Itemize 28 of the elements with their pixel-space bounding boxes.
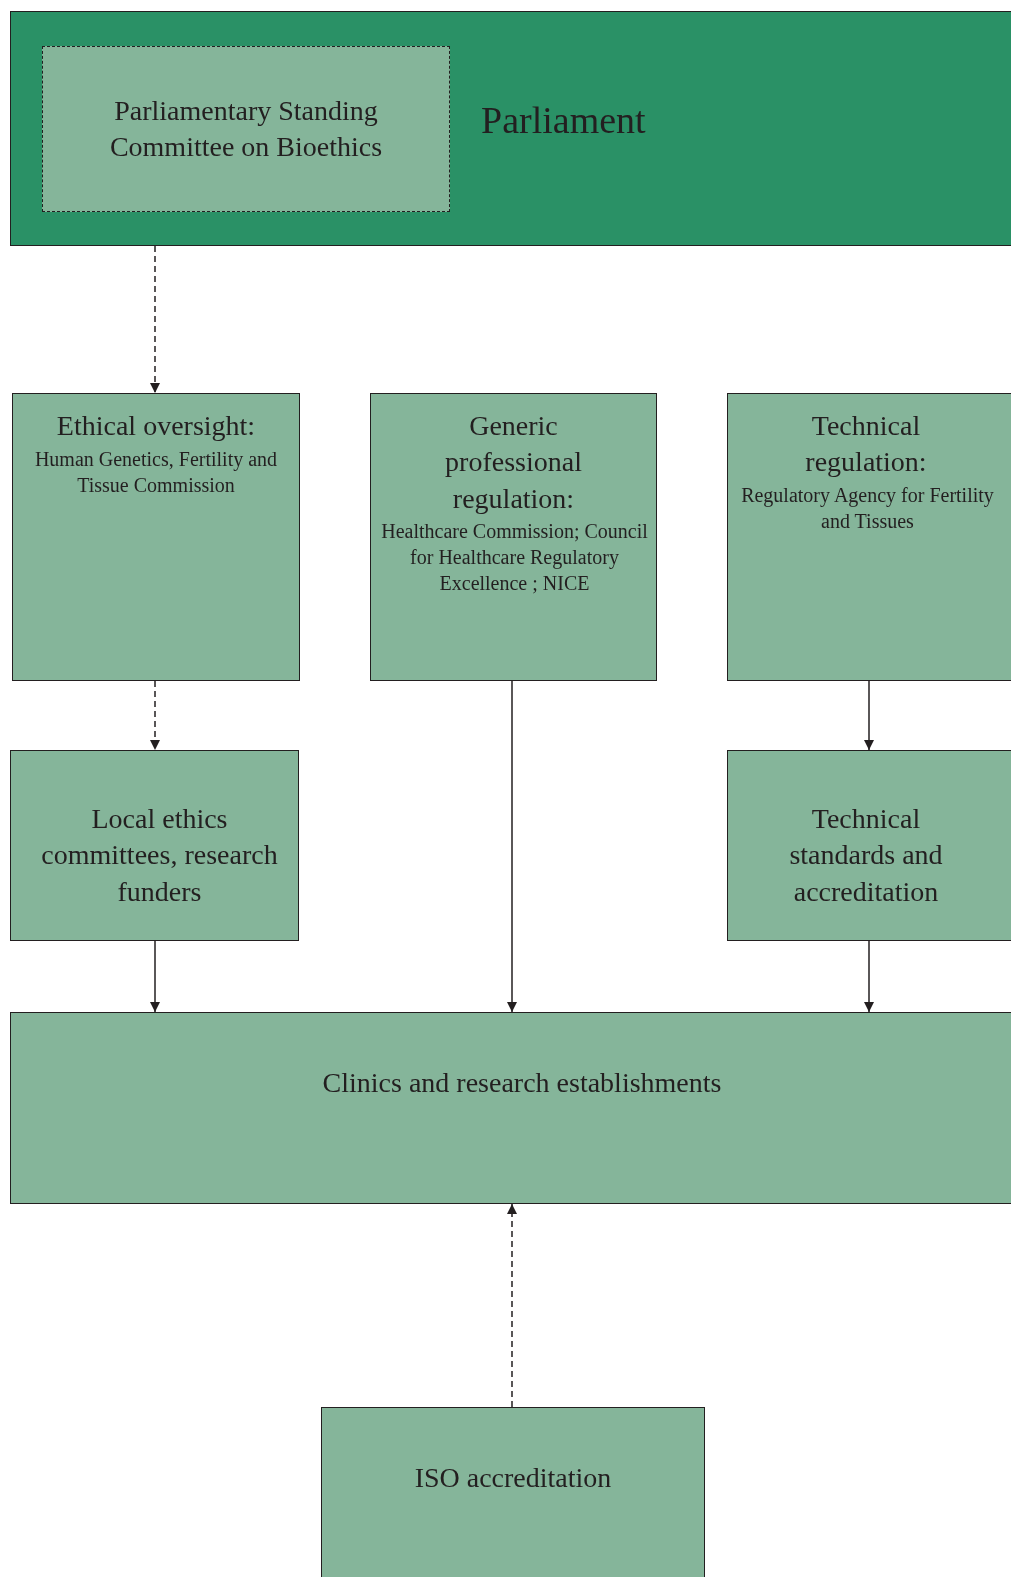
arrow	[150, 680, 160, 751]
arrow	[150, 245, 160, 394]
organization-box	[727, 393, 1011, 681]
committee-box	[42, 46, 450, 212]
box-label: Parliament	[481, 98, 647, 143]
arrow	[507, 680, 517, 1013]
box-heading: Generic professional regulation:	[444, 409, 583, 516]
box-heading: Technical regulation:	[804, 409, 928, 480]
box-label: Clinics and research establishments	[321, 1066, 723, 1100]
arrow	[864, 680, 874, 751]
organization-box	[370, 393, 657, 681]
box-label: Parliamentary Standing Committee on Bioethics	[108, 94, 384, 165]
box-heading: Ethical oversight:	[55, 409, 257, 443]
organization-box	[10, 1012, 1011, 1204]
arrow	[864, 940, 874, 1013]
box-label: Technical standards and accreditation	[788, 802, 944, 909]
organization-box	[321, 1407, 705, 1577]
box-description: Healthcare Commission; Council for Healthcare Regulatory Excellence ; NICE	[380, 519, 649, 596]
box-label: Local ethics committees, research funders	[41, 802, 278, 909]
organization-box	[10, 750, 299, 941]
box-description: Regulatory Agency for Fertility and Tissues	[740, 483, 995, 534]
organization-box	[12, 393, 300, 681]
organization-box	[727, 750, 1011, 941]
box-description: Human Genetics, Fertility and Tissue Commission	[33, 447, 279, 498]
box-label: ISO accreditation	[413, 1461, 613, 1495]
arrow	[507, 1203, 517, 1408]
arrow	[150, 940, 160, 1013]
parliament-box	[10, 11, 1011, 246]
